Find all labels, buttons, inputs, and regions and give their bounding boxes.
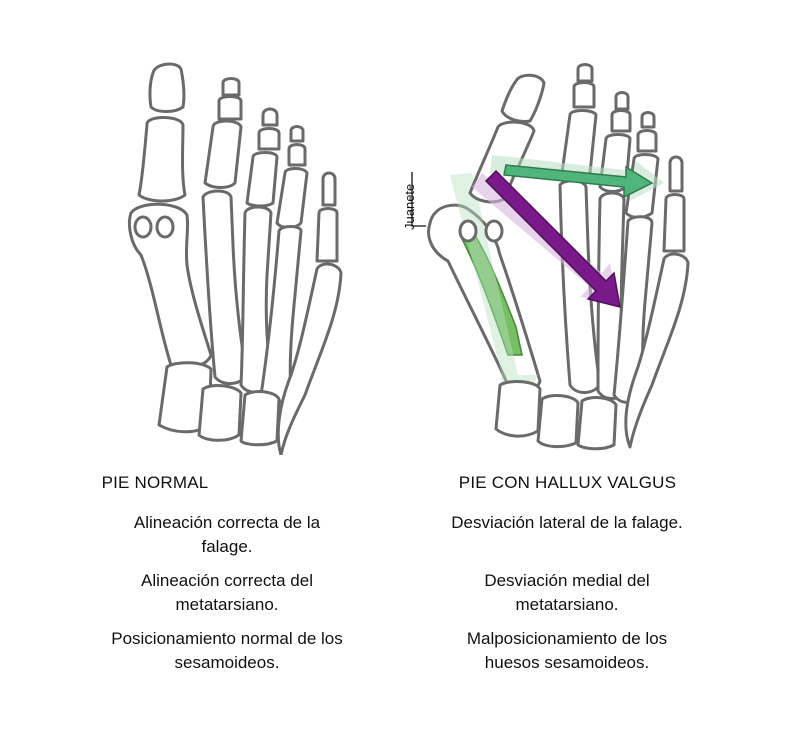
metatarsal-highlight-arrow — [459, 221, 523, 356]
hallux-point-sesamoids: Malposicionamiento de los huesos sesamoi… — [466, 629, 668, 672]
fourth-toe-distal — [640, 111, 656, 129]
hallux-distal-phalanx — [148, 62, 186, 113]
intermediate-cuneiform — [197, 384, 243, 442]
hallux-proximal-phalanx — [137, 116, 187, 203]
medial-cuneiform — [494, 380, 542, 438]
second-toe-distal — [576, 63, 594, 83]
fifth-toe-distal — [668, 155, 684, 193]
normal-foot-illustration — [127, 62, 343, 455]
hallux-point-metatarsal: Desviación medial del metatarsiano. — [484, 571, 650, 614]
second-toe-proximal — [203, 119, 243, 189]
fourth-toe-distal — [289, 125, 305, 143]
sesamoid-bone — [155, 215, 175, 239]
sesamoid-bone — [484, 219, 504, 243]
lateral-cuneiform — [576, 396, 618, 451]
fifth-toe-distal — [321, 171, 337, 207]
third-toe-proximal — [245, 151, 279, 208]
second-toe-middle — [572, 81, 596, 109]
bunion-callout-line — [411, 172, 426, 227]
first-metatarsal — [127, 202, 213, 370]
hallux-valgus-foot-illustration — [427, 63, 690, 451]
normal-point-phalanx: Alineación correcta de la falage. — [133, 513, 321, 556]
normal-foot-panel: PIE NORMAL Alineación correcta de la fal… — [101, 62, 343, 672]
phalanx-deviation-arrow — [503, 164, 654, 199]
fifth-metatarsal — [276, 262, 343, 455]
second-toe-distal — [221, 77, 241, 97]
lateral-cuneiform — [239, 390, 281, 447]
fourth-toe-proximal — [275, 167, 309, 229]
sesamoid-bone — [458, 219, 478, 243]
fifth-toe-middle — [315, 207, 339, 263]
normal-foot-title: PIE NORMAL — [101, 473, 209, 492]
normal-point-sesamoids: Posicionamiento normal de los sesamoideo… — [111, 629, 343, 672]
fourth-toe-middle — [287, 143, 307, 167]
second-toe-middle — [217, 95, 243, 121]
third-toe-middle — [257, 127, 281, 151]
fourth-toe-middle — [636, 129, 658, 153]
intermediate-cuneiform — [536, 394, 580, 449]
fifth-toe-middle — [662, 193, 686, 253]
third-toe-middle — [610, 109, 632, 133]
metatarsal-deviation-arrow — [484, 169, 621, 309]
hallux-point-phalanx: Desviación lateral de la falage. — [451, 513, 683, 532]
fifth-metatarsal — [624, 252, 690, 449]
bunion-label: Juanete — [402, 183, 417, 230]
normal-point-metatarsal: Alineación correcta del metatarsiano. — [141, 571, 313, 614]
sesamoid-bone — [133, 215, 153, 239]
third-toe-distal — [614, 91, 630, 111]
hallux-valgus-panel: Juanete PIE CON HALLUX VALGUS Desviación… — [400, 0, 800, 745]
third-toe-distal — [261, 107, 279, 127]
hallux-valgus-title: PIE CON HALLUX VALGUS — [458, 473, 677, 492]
hallux-distal-phalanx — [500, 73, 546, 123]
